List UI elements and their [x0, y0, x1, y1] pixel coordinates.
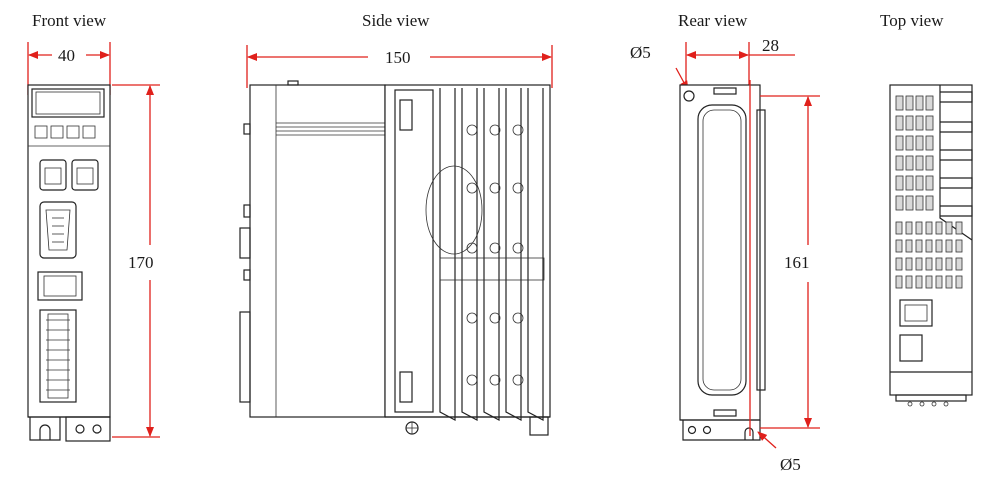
vent-slot: [895, 115, 904, 131]
vent-slot: [905, 155, 914, 171]
vent-slot: [915, 239, 923, 253]
vent-slot: [945, 221, 953, 235]
vent-slot: [955, 221, 963, 235]
vent-slot: [905, 221, 913, 235]
vent-slot: [925, 155, 934, 171]
vent-slot: [935, 221, 943, 235]
rear-offset-dimension: 28: [762, 36, 779, 55]
vent-slot: [905, 95, 914, 111]
vent-slot: [895, 135, 904, 151]
vent-slot: [895, 95, 904, 111]
vent-slot: [895, 175, 904, 191]
vent-slot: [935, 275, 943, 289]
side-depth-dimension: 150: [385, 48, 411, 67]
vent-slot: [925, 239, 933, 253]
vent-slot: [945, 257, 953, 271]
vent-slot: [925, 115, 934, 131]
top-view: [889, 84, 973, 407]
vent-slot: [925, 175, 934, 191]
front-height-dimension: 170: [128, 253, 154, 272]
vent-slot: [895, 195, 904, 211]
front-view: 40: [27, 42, 160, 442]
vent-slot: [905, 239, 913, 253]
vent-slot: [905, 275, 913, 289]
top-view-label: Top view: [880, 11, 944, 30]
vent-slot: [925, 195, 934, 211]
rear-height-dimension: 161: [784, 253, 810, 272]
vent-slot: [955, 239, 963, 253]
vent-slot: [915, 95, 924, 111]
vent-slot: [935, 257, 943, 271]
vent-slot: [905, 257, 913, 271]
front-width-dimension: 40: [58, 46, 75, 65]
vent-slot: [915, 275, 923, 289]
side-view: 150: [239, 45, 553, 436]
vent-slot: [955, 257, 963, 271]
vent-slot: [895, 221, 903, 235]
side-view-label: Side view: [362, 11, 430, 30]
vent-slot: [905, 175, 914, 191]
vent-slot: [925, 257, 933, 271]
vent-slot: [915, 155, 924, 171]
vent-slot: [905, 115, 914, 131]
vent-slot: [925, 221, 933, 235]
vent-slot: [915, 195, 924, 211]
vent-slot: [895, 275, 903, 289]
vent-slot: [925, 95, 934, 111]
vent-slot: [905, 195, 914, 211]
vent-slot: [945, 275, 953, 289]
rear-bottom-hole-label: Ø5: [780, 455, 801, 474]
vent-slot: [945, 239, 953, 253]
rear-view: 28 Ø5 161 Ø5: [630, 36, 820, 474]
rear-view-label: Rear view: [678, 11, 748, 30]
front-view-label: Front view: [32, 11, 107, 30]
vent-slot: [915, 135, 924, 151]
vent-slot: [925, 275, 933, 289]
vent-slot: [915, 115, 924, 131]
vent-slot: [955, 275, 963, 289]
vent-slot: [915, 175, 924, 191]
vent-slot: [895, 239, 903, 253]
rear-top-hole-label: Ø5: [630, 43, 651, 62]
vent-slot: [915, 221, 923, 235]
vent-slot: [895, 155, 904, 171]
vent-slot: [915, 257, 923, 271]
vent-slot: [935, 239, 943, 253]
vent-slot: [905, 135, 914, 151]
vent-slot: [895, 257, 903, 271]
vent-slot: [925, 135, 934, 151]
